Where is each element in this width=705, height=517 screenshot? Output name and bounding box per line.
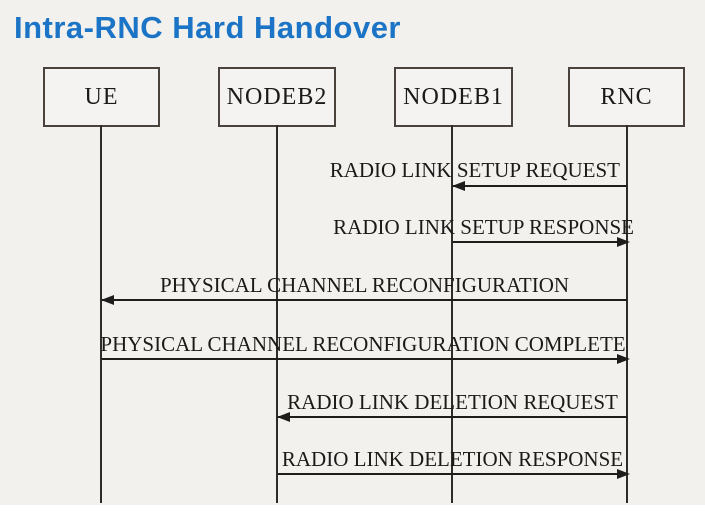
- message-arrow-radio-link-deletion-request: [278, 416, 627, 418]
- arrowhead-right-icon: [617, 237, 630, 247]
- actor-label-rnc: RNC: [600, 83, 653, 110]
- actor-label-ue: UE: [84, 83, 119, 110]
- message-arrow-radio-link-setup-response: [453, 241, 627, 243]
- lifeline-rnc: [626, 125, 628, 503]
- arrowhead-left-icon: [277, 412, 290, 422]
- actor-label-nodeb2: NODEB2: [226, 83, 328, 110]
- lifeline-nodeb2: [276, 125, 278, 503]
- actor-box-ue: UE: [43, 67, 160, 127]
- diagram-title: Intra-RNC Hard Handover: [14, 10, 401, 45]
- message-label-radio-link-deletion-response: RADIO LINK DELETION RESPONSE: [281, 447, 624, 471]
- actor-box-rnc: RNC: [568, 67, 685, 127]
- message-label-physical-channel-reconfiguration: PHYSICAL CHANNEL RECONFIGURATION: [159, 273, 570, 297]
- actor-label-nodeb1: NODEB1: [403, 83, 504, 110]
- lifeline-ue: [100, 125, 102, 503]
- message-arrow-physical-channel-reconfiguration-complete: [102, 358, 627, 360]
- message-label-physical-channel-reconfiguration-complete: PHYSICAL CHANNEL RECONFIGURATION COMPLET…: [100, 332, 626, 356]
- message-arrow-physical-channel-reconfiguration: [102, 299, 627, 301]
- message-arrow-radio-link-setup-request: [453, 185, 627, 187]
- arrowhead-left-icon: [452, 181, 465, 191]
- message-arrow-radio-link-deletion-response: [278, 473, 627, 475]
- lifeline-nodeb1: [451, 125, 453, 503]
- arrowhead-right-icon: [617, 354, 630, 364]
- arrowhead-right-icon: [617, 469, 630, 479]
- actor-box-nodeb2: NODEB2: [218, 67, 336, 127]
- message-label-radio-link-setup-request: RADIO LINK SETUP REQUEST: [329, 158, 620, 182]
- arrowhead-left-icon: [101, 295, 114, 305]
- actor-box-nodeb1: NODEB1: [394, 67, 513, 127]
- message-label-radio-link-deletion-request: RADIO LINK DELETION REQUEST: [287, 390, 618, 414]
- message-label-radio-link-setup-response: RADIO LINK SETUP RESPONSE: [333, 215, 634, 239]
